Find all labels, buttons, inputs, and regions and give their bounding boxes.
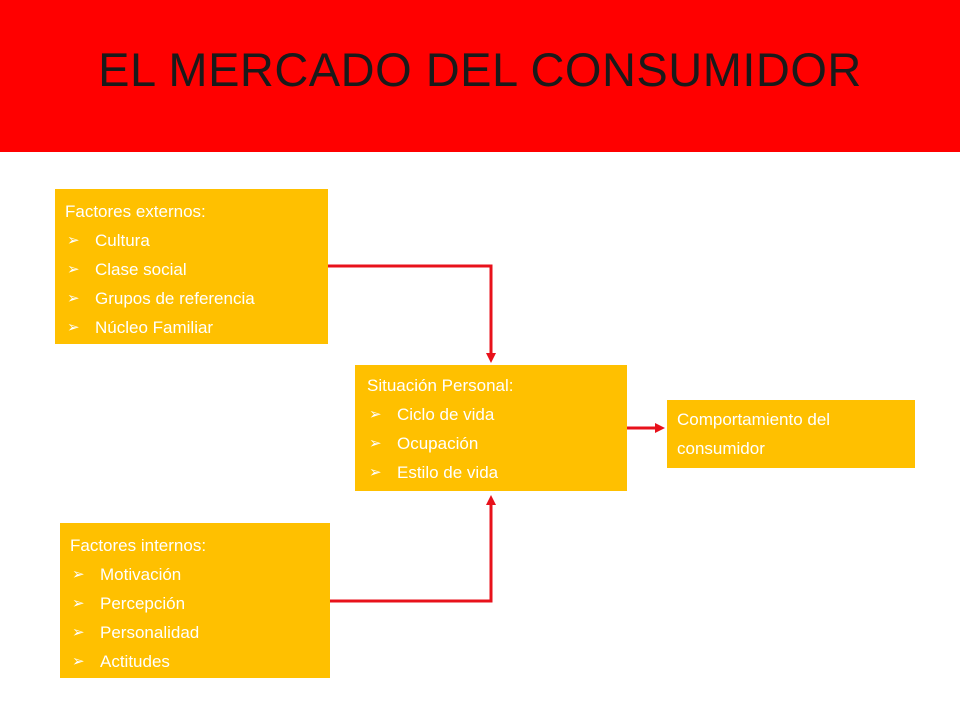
list-item-label: Cultura (95, 231, 150, 250)
list-item: ➢ Percepción (70, 589, 320, 618)
box-situacion-personal: Situación Personal: ➢ Ciclo de vida ➢ Ocup… (355, 365, 627, 491)
box-text: Comportamiento del consumidor (677, 410, 831, 458)
factor-list: ➢ Ciclo de vida ➢ Ocupación ➢ Estilo de vid… (367, 400, 615, 487)
arrow-externos-to-situacion (328, 264, 496, 363)
title-banner: EL MERCADO DEL CONSUMIDOR (0, 0, 960, 152)
arrowhead-bullet-icon: ➢ (72, 624, 85, 641)
box-heading: Factores internos: (70, 536, 207, 555)
list-item: ➢ Motivación (70, 560, 320, 589)
list-item: ➢ Actitudes (70, 647, 320, 676)
list-item-label: Actitudes (100, 652, 170, 671)
arrowhead-bullet-icon: ➢ (67, 232, 80, 249)
arrowhead-bullet-icon: ➢ (72, 566, 85, 583)
list-item: ➢ Personalidad (70, 618, 320, 647)
arrowhead-bullet-icon: ➢ (72, 595, 85, 612)
arrowhead-bullet-icon: ➢ (67, 290, 80, 307)
list-item-label: Grupos de referencia (95, 289, 255, 308)
list-item-label: Motivación (100, 565, 182, 584)
list-item-label: Ciclo de vida (397, 405, 495, 424)
list-item: ➢ Núcleo Familiar (65, 313, 318, 342)
list-item: ➢ Grupos de referencia (65, 284, 318, 313)
box-factores-externos: Factores externos: ➢ Cultura ➢ Clase socia… (55, 189, 328, 344)
arrowhead-bullet-icon: ➢ (369, 435, 382, 452)
list-item-label: Personalidad (100, 623, 200, 642)
page-title: EL MERCADO DEL CONSUMIDOR (98, 43, 862, 96)
list-item-label: Clase social (95, 260, 187, 279)
arrowhead-bullet-icon: ➢ (72, 653, 85, 670)
list-item: ➢ Cultura (65, 226, 318, 255)
list-item-label: Percepción (100, 594, 186, 613)
arrowhead-bullet-icon: ➢ (369, 464, 382, 481)
arrow-internos-to-situacion (330, 495, 496, 603)
list-item-label: Núcleo Familiar (95, 318, 214, 337)
list-item-label: Ocupación (397, 434, 479, 453)
box-factores-internos: Factores internos: ➢ Motivación ➢ Percepci… (60, 523, 330, 678)
box-heading: Situación Personal: (367, 376, 514, 395)
factor-list: ➢ Motivación ➢ Percepción ➢ Personalidad ➢ A… (70, 560, 320, 676)
list-item-label: Estilo de vida (397, 463, 499, 482)
arrowhead-bullet-icon: ➢ (67, 261, 80, 278)
box-comportamiento-consumidor: Comportamiento del consumidor (667, 400, 915, 468)
list-item: ➢ Estilo de vida (367, 458, 615, 487)
list-item: ➢ Ocupación (367, 429, 615, 458)
list-item: ➢ Clase social (65, 255, 318, 284)
factor-list: ➢ Cultura ➢ Clase social ➢ Grupos de refere… (65, 226, 318, 342)
arrowhead-bullet-icon: ➢ (369, 406, 382, 423)
list-item: ➢ Ciclo de vida (367, 400, 615, 429)
arrowhead-bullet-icon: ➢ (67, 319, 80, 336)
box-heading: Factores externos: (65, 202, 206, 221)
